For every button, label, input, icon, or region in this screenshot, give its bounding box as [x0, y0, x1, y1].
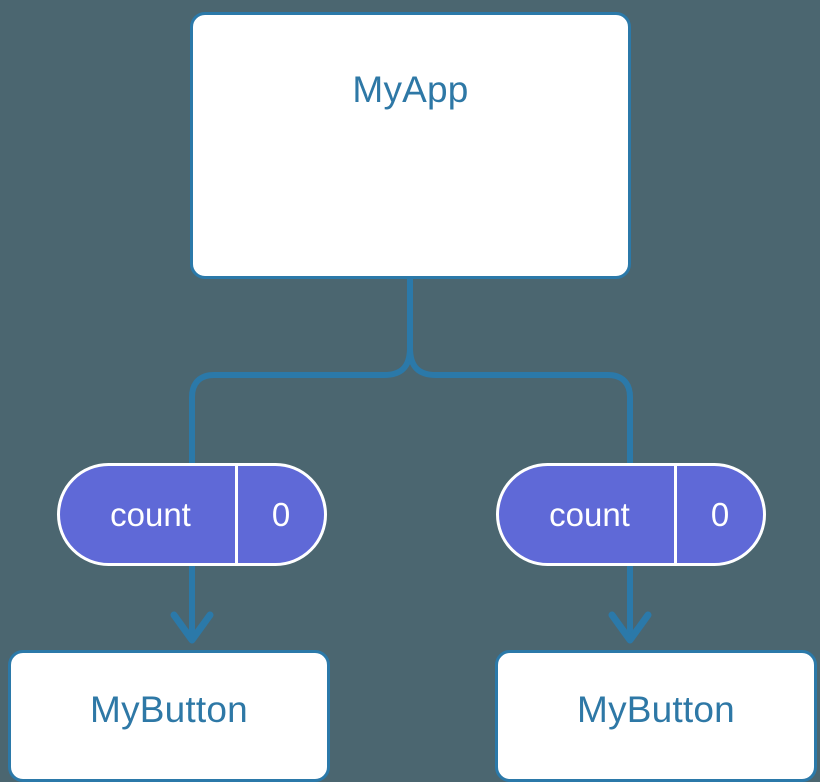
- child-left-state-key: count: [110, 496, 191, 533]
- root-component-title: MyApp: [352, 69, 469, 110]
- child-left-card[interactable]: MyButton: [8, 650, 330, 782]
- child-left-state-pill[interactable]: count 0: [57, 463, 327, 566]
- root-component-card[interactable]: MyApp: [190, 12, 631, 279]
- child-right-state-key: count: [549, 496, 630, 533]
- child-right-state-value: 0: [674, 466, 763, 563]
- child-left-title: MyButton: [90, 689, 248, 730]
- arrowhead-right-icon: [608, 611, 652, 644]
- child-left-state-value: 0: [235, 466, 324, 563]
- child-right-title: MyButton: [577, 689, 735, 730]
- edge-branch-left: [189, 347, 413, 463]
- arrowhead-left-icon: [170, 611, 214, 644]
- edge-branch-right: [407, 347, 633, 463]
- child-right-card[interactable]: MyButton: [495, 650, 817, 782]
- child-right-state-pill[interactable]: count 0: [496, 463, 766, 566]
